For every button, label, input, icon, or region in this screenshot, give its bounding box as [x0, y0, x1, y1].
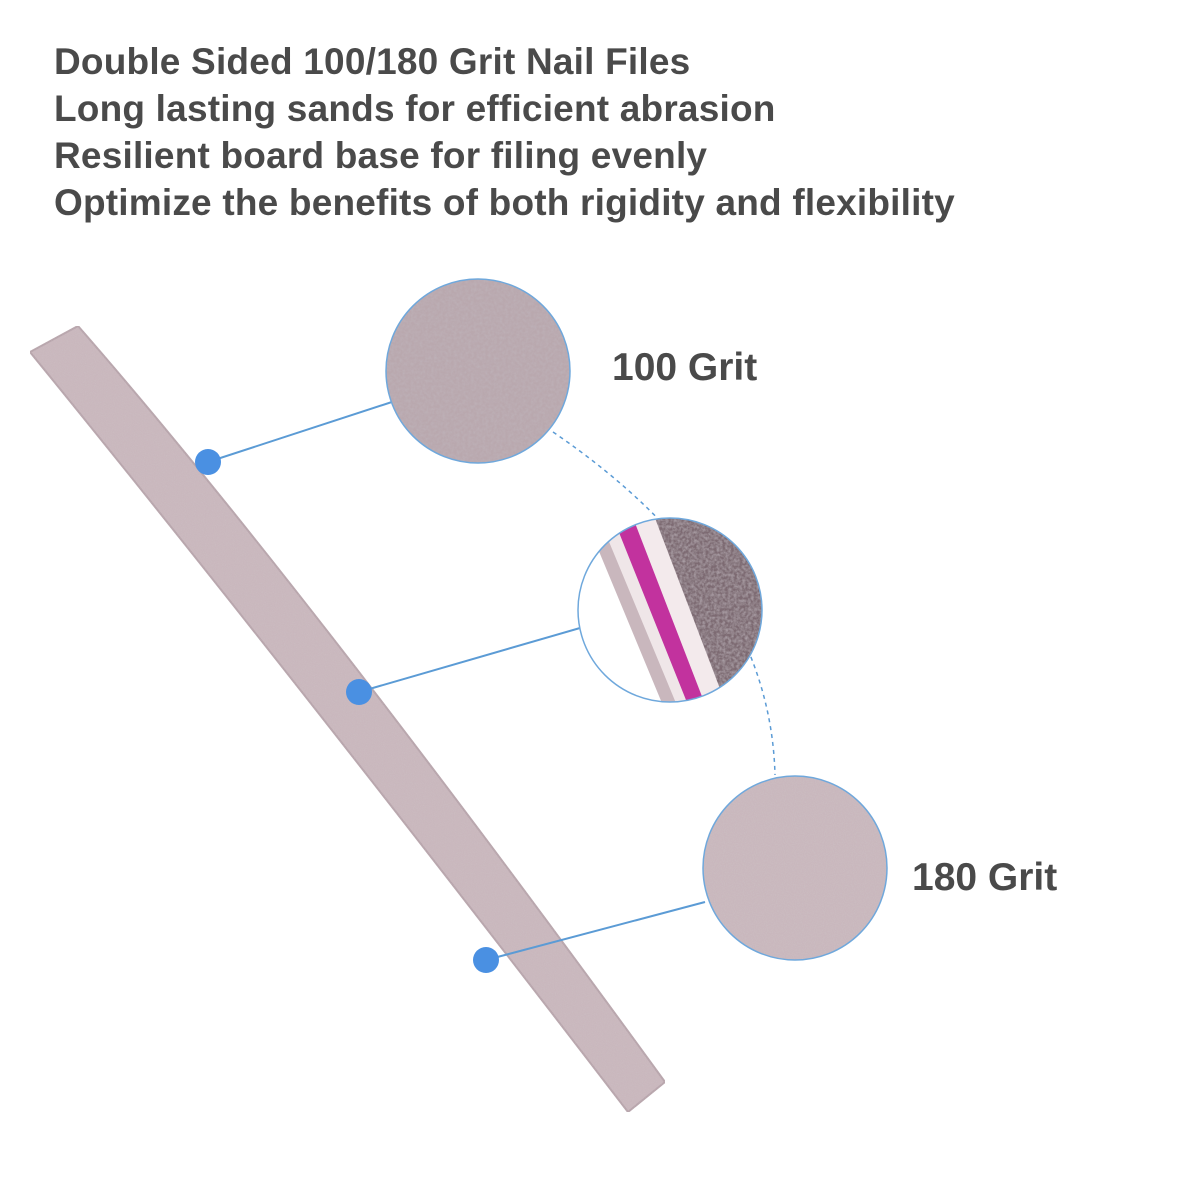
headline-line-1: Double Sided 100/180 Grit Nail Files — [54, 41, 691, 82]
sandpaper-180-grit-texture-icon — [702, 775, 888, 961]
headline-line-4: Optimize the benefits of both rigidity a… — [54, 182, 955, 223]
headline-line-3: Resilient board base for filing evenly — [54, 135, 708, 176]
marker-dot-core — [346, 679, 372, 705]
headline-line-2: Long lasting sands for efficient abrasio… — [54, 88, 776, 129]
label-100-grit: 100 Grit — [612, 346, 758, 389]
leader-line-180-grit — [485, 901, 706, 961]
marker-dot-100-grit — [195, 449, 221, 475]
headline-block: Double Sided 100/180 Grit Nail Files Lon… — [54, 38, 1184, 226]
leader-line-core — [358, 627, 581, 693]
label-180-grit: 180 Grit — [912, 856, 1058, 899]
sandpaper-100-grit-texture-icon — [385, 278, 571, 464]
leader-line-100-grit — [207, 399, 399, 463]
layered-board-cross-section-icon — [577, 517, 763, 703]
marker-dot-180-grit — [473, 947, 499, 973]
nail-file-body — [28, 324, 667, 1114]
